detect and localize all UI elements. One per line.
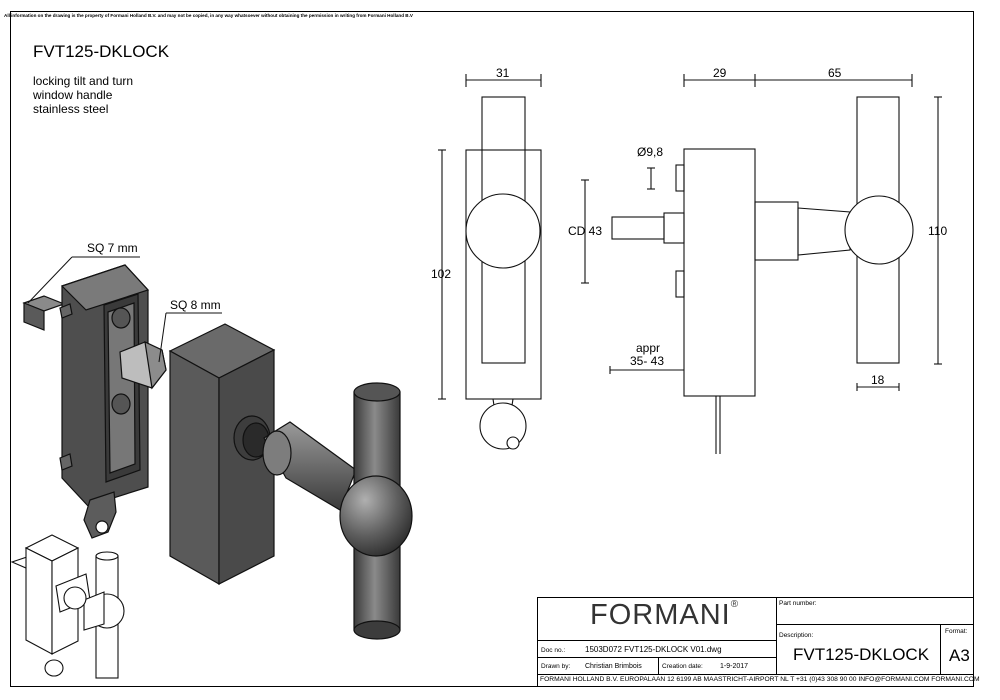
dim-side-b: 65	[828, 66, 842, 80]
dim-appr-label: appr	[636, 341, 660, 355]
label-sq7: SQ 7 mm	[87, 241, 138, 255]
creation-date-label: Creation date:	[662, 663, 703, 670]
description-value: FVT125-DKLOCK	[793, 645, 930, 664]
iso-lock-body	[22, 264, 167, 539]
front-view	[438, 74, 542, 450]
product-code-title: FVT125-DKLOCK	[33, 42, 170, 61]
label-sq8: SQ 8 mm	[170, 298, 221, 312]
product-desc-line-2: window handle	[33, 88, 113, 102]
dim-diameter: Ø9,8	[637, 145, 663, 159]
dim-height-total: 110	[928, 224, 947, 238]
format-value: A3	[949, 646, 970, 665]
leader-lines	[27, 256, 222, 363]
iso-handle-base	[168, 323, 276, 586]
description-label: Description:	[779, 632, 814, 639]
part-number-label: Part number:	[779, 600, 817, 607]
doc-no-value: 1503D072 FVT125-DKLOCK V01.dwg	[585, 645, 722, 654]
iso-handle	[262, 382, 413, 640]
product-desc-line-1: locking tilt and turn	[33, 74, 134, 88]
dim-grip: 18	[871, 373, 885, 387]
dim-cd: CD 43	[568, 224, 602, 238]
copyright-notice: All information on the drawing is the pr…	[4, 13, 413, 18]
title-block: FORMANI® Part number: Description: FVT12…	[537, 597, 980, 687]
formani-logo: FORMANI®	[590, 599, 740, 631]
format-label: Format:	[945, 628, 968, 635]
drawing-frame	[10, 11, 974, 687]
drawn-by-value: Christian Brimbois	[585, 663, 642, 670]
iso-outline-thumbnail	[10, 534, 125, 679]
dim-front-height: 102	[431, 267, 451, 281]
dim-front-width: 31	[496, 66, 510, 80]
company-footer: FORMANI HOLLAND B.V. EUROPALAAN 12 6199 …	[540, 676, 980, 683]
doc-no-label: Doc no.:	[541, 647, 566, 654]
dim-side-a: 29	[713, 66, 727, 80]
creation-date-value: 1-9-2017	[720, 663, 749, 670]
drawn-by-label: Drawn by:	[541, 663, 571, 670]
product-desc-line-3: stainless steel	[33, 102, 109, 116]
dim-appr-range: 35- 43	[630, 354, 664, 368]
side-view	[581, 74, 942, 454]
